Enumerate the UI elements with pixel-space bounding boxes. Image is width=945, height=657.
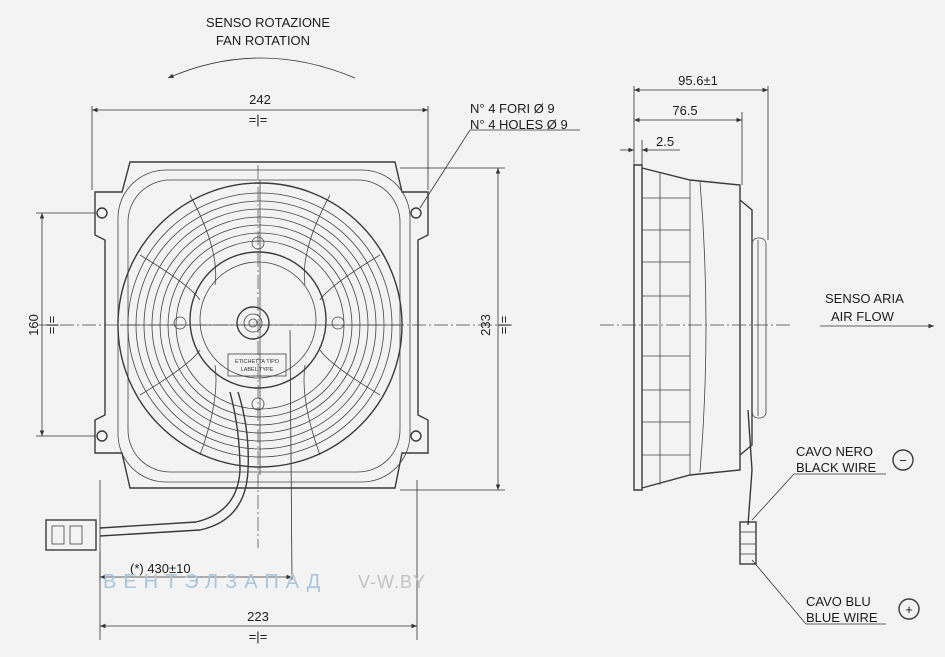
dim-top-width: 242 <box>249 92 271 107</box>
dim-height-left: 160 <box>26 314 41 336</box>
dim-bottom-width: 223 <box>247 609 269 624</box>
holes-note-en: N° 4 HOLES Ø 9 <box>470 117 568 132</box>
side-motor <box>739 199 753 456</box>
svg-text:=|=: =|= <box>44 316 59 335</box>
connector <box>45 519 97 551</box>
plus-icon <box>898 598 920 620</box>
minus-icon <box>892 449 914 471</box>
side-frame <box>633 164 643 491</box>
rotation-arrow <box>167 57 356 79</box>
svg-text:LABEL TYPE: LABEL TYPE <box>241 367 274 373</box>
rotation-label-en: FAN ROTATION <box>216 33 310 48</box>
black-wire-label-it: CAVO NERO <box>796 444 873 459</box>
svg-text:+: + <box>905 602 913 617</box>
cable <box>99 391 249 537</box>
dim-depth-total: 95.6±1 <box>678 73 718 88</box>
dim-depth-flange: 2.5 <box>656 134 674 149</box>
svg-text:=|=: =|= <box>496 316 511 335</box>
rotation-label-it: SENSO ROTAZIONE <box>206 15 330 30</box>
svg-text:−: − <box>899 453 907 468</box>
airflow-label-it: SENSO ARIA <box>825 291 904 306</box>
label-plate <box>227 353 287 377</box>
dim-cable-length: (*) 430±10 <box>130 561 191 576</box>
mounting-hole-icon <box>96 207 422 442</box>
dim-depth-mid: 76.5 <box>672 103 697 118</box>
fan-grille <box>117 180 403 475</box>
side-connector <box>739 521 757 565</box>
dim-sym-top: =|= <box>249 112 268 127</box>
blue-wire-label-en: BLUE WIRE <box>806 610 878 625</box>
watermark-brand: ВЕНТЭЛЗАПАД <box>103 571 327 593</box>
watermark: ВЕНТЭЛЗАПАД V-W.BY <box>103 571 426 593</box>
svg-text:ETICHETTA TIPO: ETICHETTA TIPO <box>235 359 280 365</box>
mounting-frame <box>94 161 429 489</box>
blue-wire-label-it: CAVO BLU <box>806 594 871 609</box>
front-view: ETICHETTA TIPO LABEL TYPE 242 =|= 160 =|… <box>26 15 580 644</box>
svg-text:=|=: =|= <box>249 629 268 644</box>
motor: ETICHETTA TIPO LABEL TYPE <box>173 236 345 411</box>
watermark-site: V-W.BY <box>358 572 426 592</box>
side-view: 95.6±1 76.5 2.5 SENSO ARIA AIR FLOW CAVO… <box>600 73 934 625</box>
dim-height-right: 233 <box>478 314 493 336</box>
airflow-label-en: AIR FLOW <box>831 309 895 324</box>
black-wire-label-en: BLACK WIRE <box>796 460 877 475</box>
holes-note-it: N° 4 FORI Ø 9 <box>470 101 555 116</box>
